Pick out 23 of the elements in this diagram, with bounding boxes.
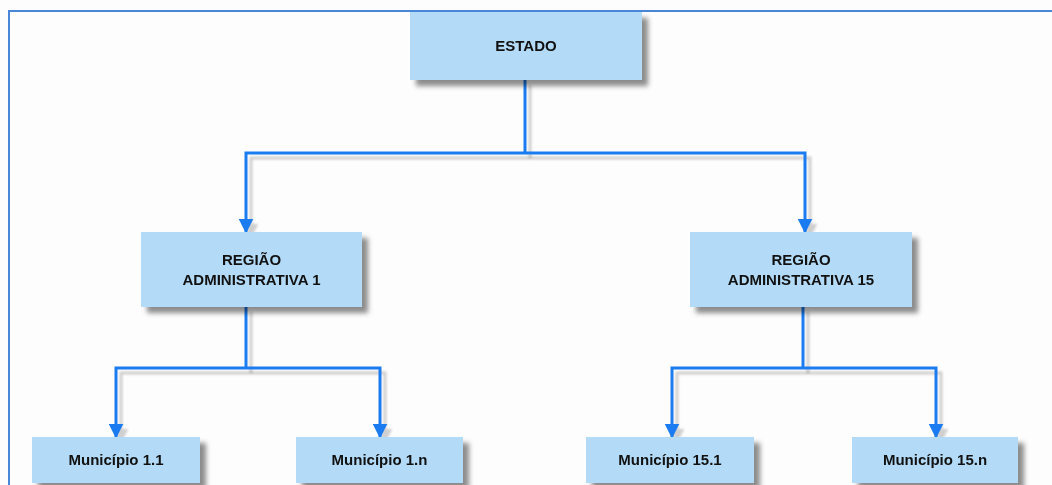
arrow	[525, 151, 813, 234]
node-label: Município 1.n	[331, 450, 428, 470]
org-box	[32, 437, 200, 483]
org-box	[586, 437, 754, 483]
arrow	[803, 366, 944, 439]
org-box	[690, 232, 912, 307]
arrow	[108, 366, 246, 439]
org-box	[296, 437, 463, 483]
org-box	[141, 232, 362, 307]
connector-trunk	[523, 80, 527, 153]
node-label: ESTADO	[495, 36, 557, 56]
node-label: Município 15.n	[882, 450, 988, 470]
state-box	[410, 12, 642, 80]
node-label: Município 15.1	[618, 450, 722, 470]
arrow	[238, 151, 525, 234]
arrow	[664, 366, 803, 439]
connector-trunk	[244, 307, 248, 368]
arrow	[246, 366, 388, 439]
connector-trunk	[801, 307, 805, 368]
org-box	[852, 437, 1018, 483]
node-label: REGIÃO ADMINISTRATIVA 15	[726, 250, 876, 289]
node-label: REGIÃO ADMINISTRATIVA 1	[181, 250, 322, 289]
node-label: Município 1.1	[68, 450, 164, 470]
